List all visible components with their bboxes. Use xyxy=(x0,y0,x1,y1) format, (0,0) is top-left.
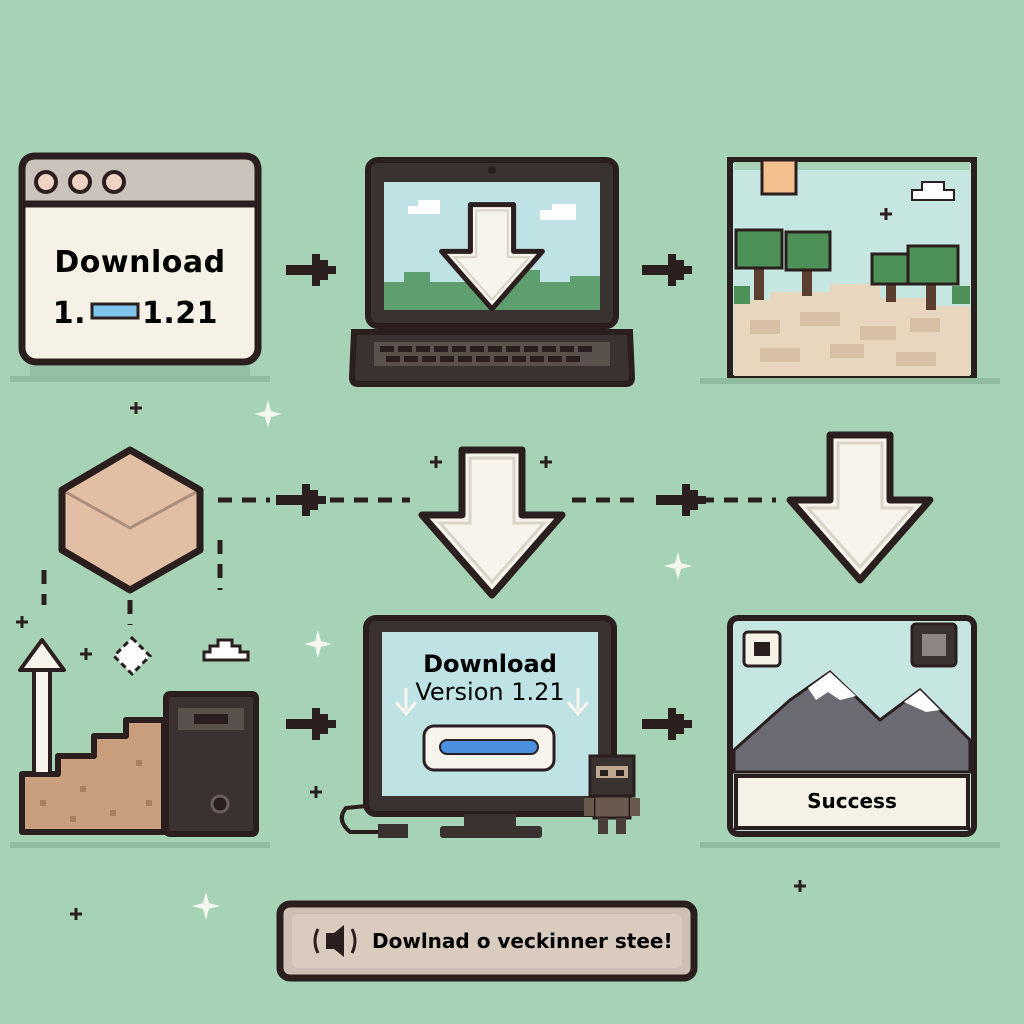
block-icon xyxy=(58,446,204,594)
download-arrow-icon xyxy=(422,450,562,595)
diamond-icon xyxy=(111,635,153,677)
speaker-icon xyxy=(313,925,357,957)
browser-card-version-left: 1. xyxy=(53,296,86,331)
dashed-connector xyxy=(41,497,776,625)
monitor-card-line2: Version 1.21 xyxy=(415,678,564,706)
laptop-icon xyxy=(348,157,636,387)
pixel-character-icon xyxy=(584,754,640,834)
up-arrow-icon xyxy=(18,638,66,776)
download-arrow-icon xyxy=(790,435,930,580)
monitor-icon xyxy=(339,615,617,838)
connector-arrow-icon xyxy=(276,484,326,516)
monitor-card-line1: Download xyxy=(423,650,557,678)
mountain-picture-icon xyxy=(727,615,977,837)
browser-card-title: Download xyxy=(54,245,225,280)
connector-arrow-icon xyxy=(286,708,336,740)
browser-window-icon xyxy=(18,152,262,376)
connector-arrow-icon xyxy=(286,254,336,286)
connector-arrow-icon xyxy=(642,254,692,286)
connector-arrow-icon xyxy=(642,708,692,740)
connector-arrow-icon xyxy=(656,484,706,516)
pixel-landscape-icon xyxy=(727,157,977,381)
bottom-button[interactable] xyxy=(276,900,698,982)
ground-shadows xyxy=(10,376,1000,848)
pc-tower-icon xyxy=(163,691,259,837)
cloud-icon xyxy=(202,638,250,662)
bottom-button-label: Dowlnad o veckinner stee! xyxy=(372,929,673,953)
success-label: Success xyxy=(807,789,897,813)
browser-card-version-right: 1.21 xyxy=(142,296,218,331)
